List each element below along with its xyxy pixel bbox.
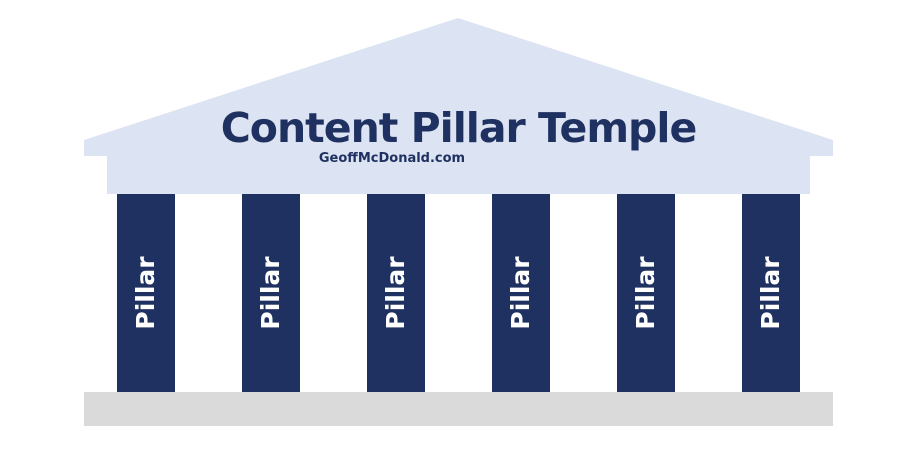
pillar-label: Pillar (506, 256, 535, 330)
pillar-label: Pillar (756, 256, 785, 330)
pillar-label: Pillar (381, 256, 410, 330)
diagram-subtitle: GeoffMcDonald.com (318, 151, 466, 166)
temple-roof (84, 18, 833, 194)
pillar-4: Pillar (492, 194, 550, 392)
pillar-6: Pillar (742, 194, 800, 392)
pillar-5: Pillar (617, 194, 675, 392)
pillar-label: Pillar (631, 256, 660, 330)
diagram-title: Content Pillar Temple (220, 104, 698, 152)
pillar-3: Pillar (367, 194, 425, 392)
temple-base (84, 392, 833, 426)
pillar-2: Pillar (242, 194, 300, 392)
pillar-label: Pillar (256, 256, 285, 330)
pillar-1: Pillar (117, 194, 175, 392)
pillar-label: Pillar (131, 256, 160, 330)
